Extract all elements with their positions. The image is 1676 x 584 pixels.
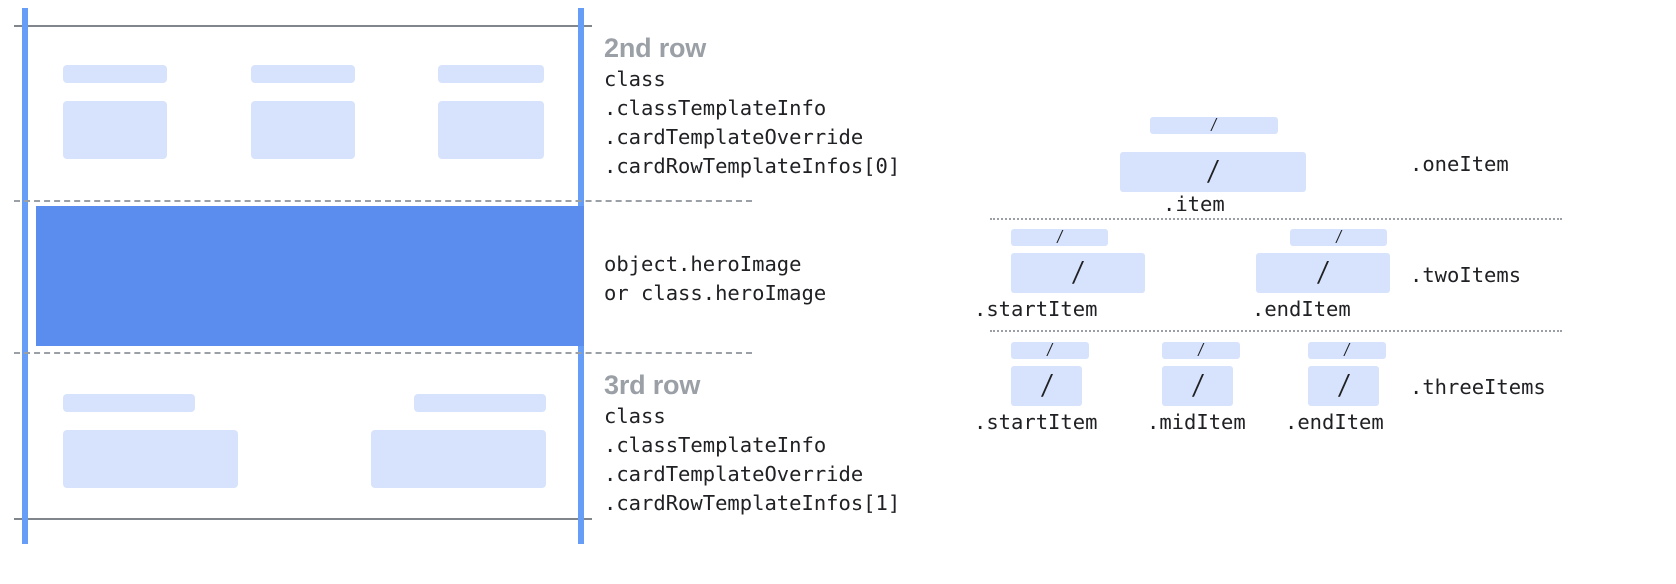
- row2-col1-label-placeholder: [63, 65, 167, 83]
- row3-annotation-code-line-1: .classTemplateInfo: [604, 433, 827, 457]
- hero-image-band: [36, 206, 584, 346]
- slash-icon: /: [1042, 367, 1051, 404]
- slash-icon: /: [1208, 153, 1218, 190]
- slash-icon: /: [1193, 367, 1202, 404]
- oneitem-slot-1-label-box: /: [1150, 114, 1278, 136]
- slash-icon: /: [1339, 367, 1348, 404]
- threeitems-end-label-box: /: [1308, 339, 1386, 361]
- row2-annotation-code-line-0: class: [604, 67, 666, 91]
- twoitems-start-label-box: /: [1011, 226, 1108, 248]
- threeitems-mid-caption: .midItem: [1147, 410, 1246, 434]
- twoitems-group-label: .twoItems: [1410, 263, 1522, 287]
- card-top-border: [14, 25, 592, 27]
- slash-icon: /: [1336, 226, 1341, 248]
- oneitem-slot-1-caption: .item: [1163, 192, 1225, 216]
- row3-col2-value-placeholder: [371, 430, 546, 488]
- slash-icon: /: [1047, 339, 1053, 361]
- twoitems-threeitems-divider: [990, 330, 1562, 332]
- oneitem-group-label: .oneItem: [1410, 152, 1509, 176]
- twoitems-end-caption: .endItem: [1252, 297, 1351, 321]
- row3-col2-label-placeholder: [414, 394, 546, 412]
- threeitems-end-value-box: /: [1308, 366, 1379, 406]
- row2-annotation-code-line-1: .classTemplateInfo: [604, 96, 827, 120]
- hero-annotation-code-line-1: or class.heroImage: [604, 281, 827, 305]
- twoitems-end-label-box: /: [1290, 226, 1387, 248]
- row2-annotation-title: 2nd row: [604, 33, 707, 63]
- slash-icon: /: [1318, 254, 1328, 291]
- threeitems-mid-label-box: /: [1162, 339, 1240, 361]
- oneitem-twoitems-divider: [990, 218, 1562, 220]
- threeitems-start-value-box: /: [1011, 366, 1082, 406]
- slash-icon: /: [1073, 254, 1083, 291]
- row2-col2-value-placeholder: [251, 101, 355, 159]
- hero-row3-divider: [14, 352, 752, 354]
- threeitems-end-caption: .endItem: [1285, 410, 1384, 434]
- row3-annotation: 3rd row class .classTemplateInfo .cardTe…: [604, 368, 900, 518]
- row2-hero-divider: [14, 200, 752, 202]
- threeitems-start-label-box: /: [1011, 339, 1089, 361]
- row2-annotation-code-line-3: .cardRowTemplateInfos[0]: [604, 154, 901, 178]
- slash-icon: /: [1211, 114, 1217, 136]
- row3-annotation-code-line-0: class: [604, 404, 666, 428]
- row3-annotation-code-line-3: .cardRowTemplateInfos[1]: [604, 491, 901, 515]
- row2-col1-value-placeholder: [63, 101, 167, 159]
- oneitem-slot-1-value-box: /: [1120, 152, 1306, 192]
- row2-col3-value-placeholder: [438, 101, 544, 159]
- row3-col1-label-placeholder: [63, 394, 195, 412]
- threeitems-mid-value-box: /: [1162, 366, 1233, 406]
- slash-icon: /: [1198, 339, 1204, 361]
- hero-annotation: object.heroImage or class.heroImage: [604, 250, 826, 308]
- row3-annotation-title: 3rd row: [604, 370, 701, 400]
- hero-annotation-code-line-0: object.heroImage: [604, 252, 802, 276]
- row2-col2-label-placeholder: [251, 65, 355, 83]
- twoitems-start-caption: .startItem: [974, 297, 1098, 321]
- threeitems-start-caption: .startItem: [974, 410, 1098, 434]
- slash-icon: /: [1057, 226, 1062, 248]
- row3-annotation-code-line-2: .cardTemplateOverride: [604, 462, 864, 486]
- row2-annotation: 2nd row class .classTemplateInfo .cardTe…: [604, 31, 900, 181]
- twoitems-end-value-box: /: [1256, 253, 1390, 293]
- row2-col3-label-placeholder: [438, 65, 544, 83]
- row3-col1-value-placeholder: [63, 430, 238, 488]
- twoitems-start-value-box: /: [1011, 253, 1145, 293]
- threeitems-group-label: .threeItems: [1410, 375, 1546, 399]
- row-layout-reference: / / .item .oneItem / / .startItem / / .e…: [960, 0, 1676, 584]
- slash-icon: /: [1344, 339, 1350, 361]
- card-left-edge: [22, 8, 28, 544]
- card-mockup: [0, 0, 752, 584]
- card-bottom-border: [14, 518, 592, 520]
- row2-annotation-code-line-2: .cardTemplateOverride: [604, 125, 864, 149]
